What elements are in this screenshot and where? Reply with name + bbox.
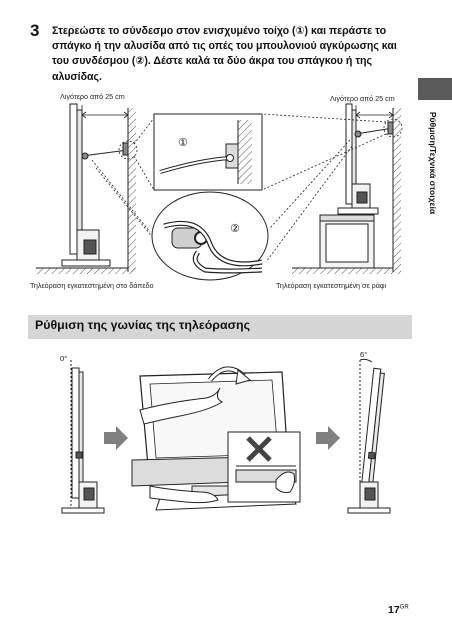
arrow-right-2 — [316, 426, 340, 450]
callout-1-label: ① — [178, 136, 188, 149]
section-tab-marker — [418, 78, 452, 100]
callout-2-label: ② — [230, 222, 240, 235]
page-number: 17GR — [388, 604, 409, 616]
step-instruction: Στερεώστε το σύνδεσμο στον ενισχυμένο το… — [52, 25, 397, 83]
right-distance-dimension — [355, 105, 394, 125]
left-floor — [36, 267, 136, 274]
right-tie-cord — [354, 118, 403, 138]
angle-label-0: 0° — [60, 354, 68, 363]
section-header-bar — [28, 315, 412, 339]
caption-floor-installation: Τηλεόραση εγκατεστημένη στο δάπεδο — [30, 281, 154, 290]
left-tie-cord — [81, 140, 138, 160]
step-number: 3 — [30, 21, 40, 40]
left-wall — [127, 108, 136, 272]
arrow-right-1 — [104, 426, 128, 450]
distance-label-left: Λιγότερο από 25 cm — [60, 92, 125, 101]
section-title: Ρύθμιση της γωνίας της τηλεόρασης — [35, 318, 251, 332]
detail-wall-bracket — [153, 113, 263, 191]
page-number-suffix: GR — [399, 604, 409, 611]
hands-illustration — [139, 387, 223, 504]
right-floor — [292, 267, 401, 274]
tv-anchoring-illustration: ① ② — [36, 103, 403, 281]
forbidden-x-icon — [246, 436, 272, 462]
detail-cord-loop — [151, 191, 269, 281]
tv-upright-side — [61, 360, 105, 514]
left-distance-dimension — [81, 105, 129, 125]
tv-tilted-side — [347, 358, 391, 514]
tv-angle-illustration — [61, 358, 391, 514]
caption-shelf-installation: Τηλεόραση εγκατεστημένη σε ράφι — [276, 281, 387, 290]
tv-stand-shelf — [319, 214, 375, 269]
angle-label-6: 6° — [360, 350, 368, 359]
distance-label-right: Λιγότερο από 25 cm — [330, 94, 395, 103]
right-wall — [392, 108, 401, 272]
left-tv-side — [61, 103, 111, 267]
page-number-value: 17 — [388, 604, 400, 616]
tilt-arrow-icon — [208, 366, 252, 385]
